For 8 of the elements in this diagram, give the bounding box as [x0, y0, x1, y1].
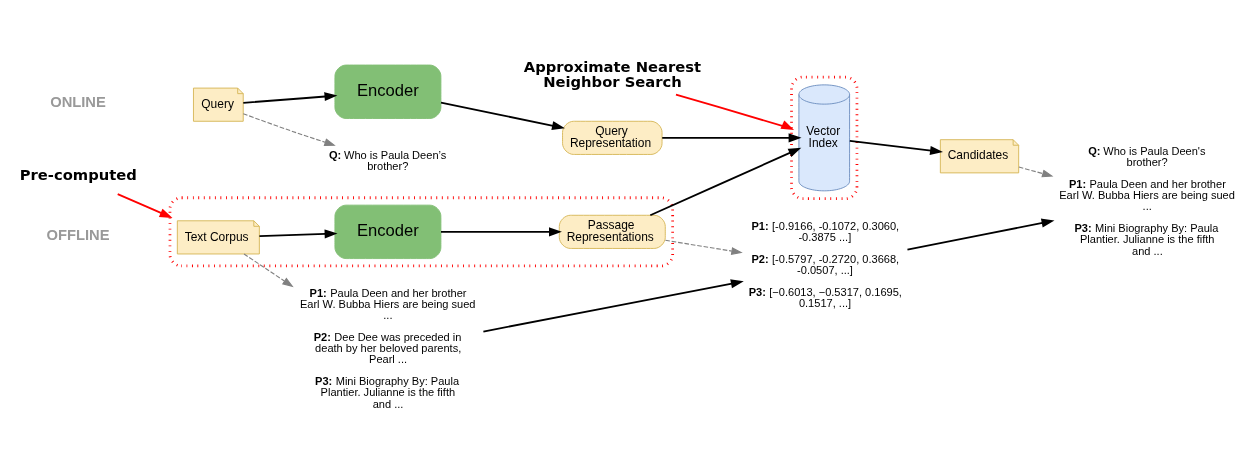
node-text: P1: [-0.9166, -0.1072, 0.3060, -0.3875 ...] P2: [-0.5797, -0.2720, 0.3668, -0.0507, ...] P3: [−0.6013, −0.5317, 0.1695, 0.1517, ...] — [748, 219, 902, 310]
label: OFFLINE — [46, 226, 110, 243]
node-text: Approximate Nearest Neighbor Search — [523, 58, 702, 90]
label: ONLINE — [50, 94, 106, 111]
node-text: Pre-computed — [19, 166, 137, 184]
node-text: P1: Paula Deen and her brother Earl W. Bubba Hiers are being sued ... P2: Dee Dee was preceded in death by her beloved parents, Pearl ... P3: Mini Biography By: Paula Plantier. Julianne is the fifth and ... — [299, 286, 476, 410]
node-text: Q: Who is Paula Deen’s brother? — [328, 148, 447, 172]
node-text: Q: Who is Paula Deen's brother? P1: Paula Deen and her brother Earl W. Bubba Hiers are being sued ... P3: Mini Biography By: Paula Plantier. Julianne is the fifth and ... — [1059, 145, 1235, 257]
